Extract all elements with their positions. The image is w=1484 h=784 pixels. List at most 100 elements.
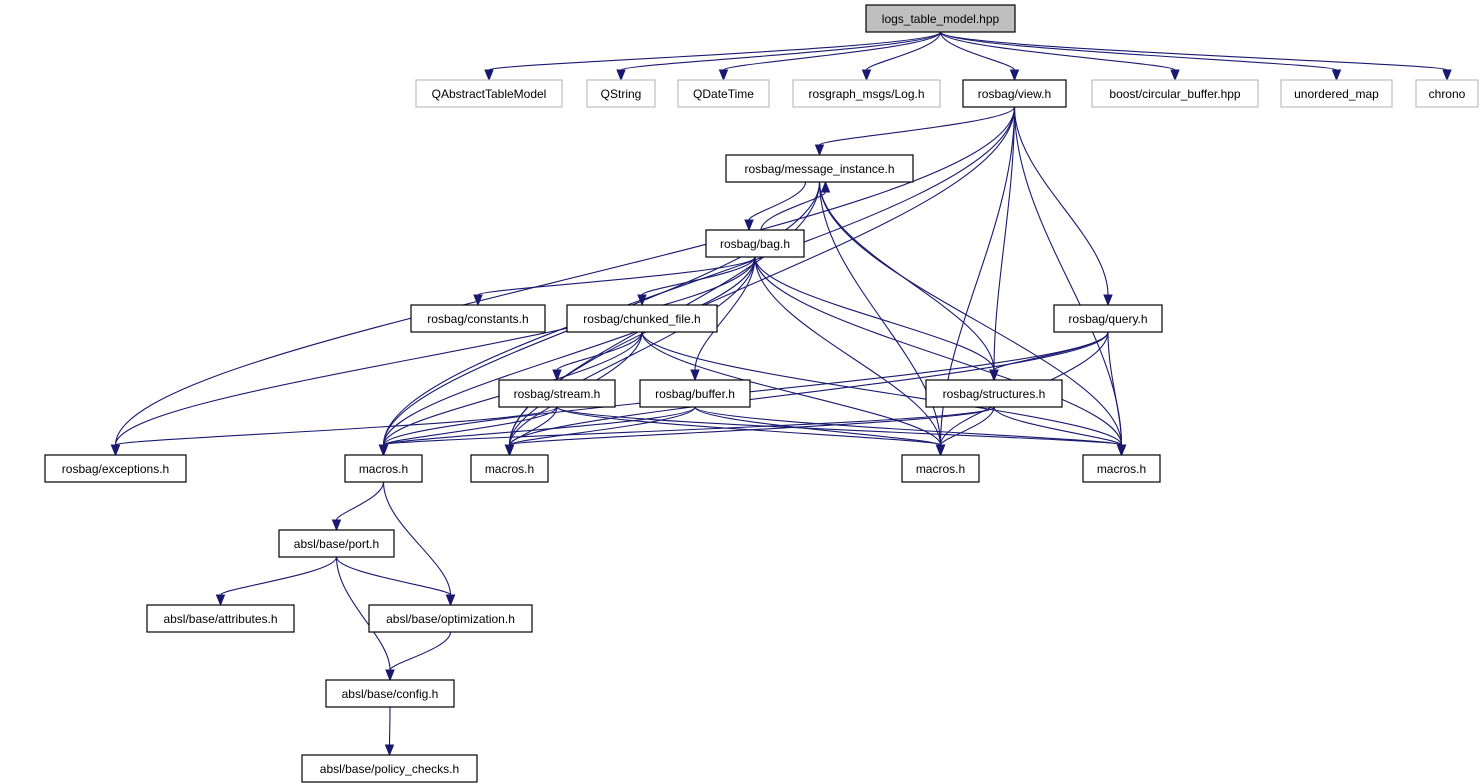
edge-line — [754, 256, 942, 446]
edge-line — [620, 31, 942, 71]
node-chunked[interactable]: rosbag/chunked_file.h — [566, 304, 718, 333]
node-msginst[interactable]: rosbag/message_instance.h — [725, 154, 914, 183]
node-label: rosbag/constants.h — [427, 312, 528, 326]
node-config[interactable]: absl/base/config.h — [325, 679, 455, 708]
edge-root-to-qdatetime — [718, 31, 942, 82]
node-structures[interactable]: rosbag/structures.h — [925, 379, 1063, 408]
edge-line — [114, 256, 756, 446]
node-qatm: QAbstractTableModel — [415, 79, 563, 108]
edge-view-to-structures — [989, 106, 1016, 382]
edge-structures-to-macros4 — [993, 406, 1127, 457]
node-box — [1053, 304, 1163, 333]
node-box — [470, 454, 549, 483]
node-box — [415, 79, 563, 108]
edge-arrowhead — [1009, 69, 1020, 82]
node-box — [725, 154, 914, 183]
node-qdatetime: QDateTime — [677, 79, 770, 108]
edge-line — [754, 256, 1123, 446]
edge-line — [335, 481, 385, 521]
edge-port-to-attributes — [215, 556, 338, 607]
edge-root-to-circbuf — [939, 31, 1180, 82]
edge-line — [114, 406, 558, 446]
node-attributes[interactable]: absl/base/attributes.h — [146, 604, 295, 633]
edge-line — [939, 31, 1016, 71]
edge-msginst-to-bag — [744, 181, 807, 232]
node-macros1[interactable]: macros.h — [344, 454, 423, 483]
edge-line — [114, 106, 1016, 446]
node-constants[interactable]: rosbag/constants.h — [410, 304, 546, 333]
edge-line — [722, 31, 942, 71]
node-label: rosbag/buffer.h — [655, 387, 735, 401]
edge-bag-to-exceptions — [110, 256, 756, 457]
edge-arrowhead — [690, 369, 700, 382]
node-stream[interactable]: rosbag/stream.h — [498, 379, 616, 408]
node-macros4[interactable]: macros.h — [1082, 454, 1161, 483]
node-label: absl/base/config.h — [342, 687, 439, 701]
edge-root-to-qatm — [484, 31, 942, 82]
edge-optimization-to-config — [385, 631, 452, 682]
edge-arrowhead — [744, 219, 754, 232]
edge-bag-to-msginst — [760, 180, 831, 231]
node-box — [925, 379, 1063, 408]
node-box — [1280, 79, 1393, 108]
node-label: absl/base/port.h — [294, 537, 379, 551]
edge-arrowhead — [814, 144, 825, 157]
node-label: QAbstractTableModel — [432, 87, 547, 101]
node-buffer[interactable]: rosbag/buffer.h — [639, 379, 751, 408]
edge-line — [508, 406, 696, 446]
node-bag[interactable]: rosbag/bag.h — [705, 229, 805, 258]
node-box — [705, 229, 805, 258]
edge-bag-to-structures — [754, 256, 999, 382]
node-label: QString — [601, 87, 642, 101]
edge-root-to-qstring — [616, 31, 942, 82]
node-qstring: QString — [586, 79, 656, 108]
edge-line — [1107, 331, 1123, 446]
edge-line — [818, 181, 942, 446]
node-label: absl/base/attributes.h — [163, 612, 277, 626]
edge-line — [556, 406, 942, 446]
edge-line — [993, 106, 1016, 371]
node-box — [301, 754, 478, 783]
node-view[interactable]: rosbag/view.h — [962, 79, 1067, 108]
edge-line — [1013, 106, 1109, 296]
node-query[interactable]: rosbag/query.h — [1053, 304, 1163, 333]
edge-line — [335, 556, 391, 671]
edge-arrowhead — [616, 69, 626, 82]
node-exceptions[interactable]: rosbag/exceptions.h — [44, 454, 187, 483]
edge-arrowhead — [637, 294, 647, 307]
edge-arrowhead — [331, 519, 342, 532]
node-box — [44, 454, 187, 483]
edge-arrowhead — [989, 369, 999, 382]
node-box — [639, 379, 751, 408]
node-optimization[interactable]: absl/base/optimization.h — [368, 604, 533, 633]
edge-line — [641, 331, 942, 446]
edge-line — [760, 191, 827, 231]
node-port[interactable]: absl/base/port.h — [278, 529, 395, 558]
node-box — [1415, 79, 1479, 108]
edge-arrowhead — [718, 69, 729, 82]
node-label: rosbag/stream.h — [514, 387, 601, 401]
node-label: macros.h — [359, 462, 408, 476]
edge-root-to-umap — [939, 31, 1342, 82]
node-policy[interactable]: absl/base/policy_checks.h — [301, 754, 478, 783]
edge-arrowhead — [552, 369, 562, 382]
node-box — [344, 454, 423, 483]
edge-arrowhead — [1103, 294, 1113, 307]
node-macros3[interactable]: macros.h — [901, 454, 980, 483]
node-label: rosbag/structures.h — [943, 387, 1046, 401]
edge-line — [865, 31, 942, 71]
edge-arrowhead — [820, 180, 831, 193]
edge-bag-to-chunked — [637, 256, 756, 307]
node-box — [677, 79, 770, 108]
node-label: chrono — [1429, 87, 1466, 101]
edge-line — [508, 331, 1109, 446]
node-box — [278, 529, 395, 558]
edge-config-to-policy — [384, 706, 395, 757]
node-macros2[interactable]: macros.h — [470, 454, 549, 483]
edge-line — [818, 106, 1016, 146]
edge-root-to-chrono — [939, 31, 1452, 82]
edge-line — [818, 181, 1123, 446]
edge-chunked-to-stream — [552, 331, 643, 382]
node-label: rosbag/chunked_file.h — [583, 312, 700, 326]
